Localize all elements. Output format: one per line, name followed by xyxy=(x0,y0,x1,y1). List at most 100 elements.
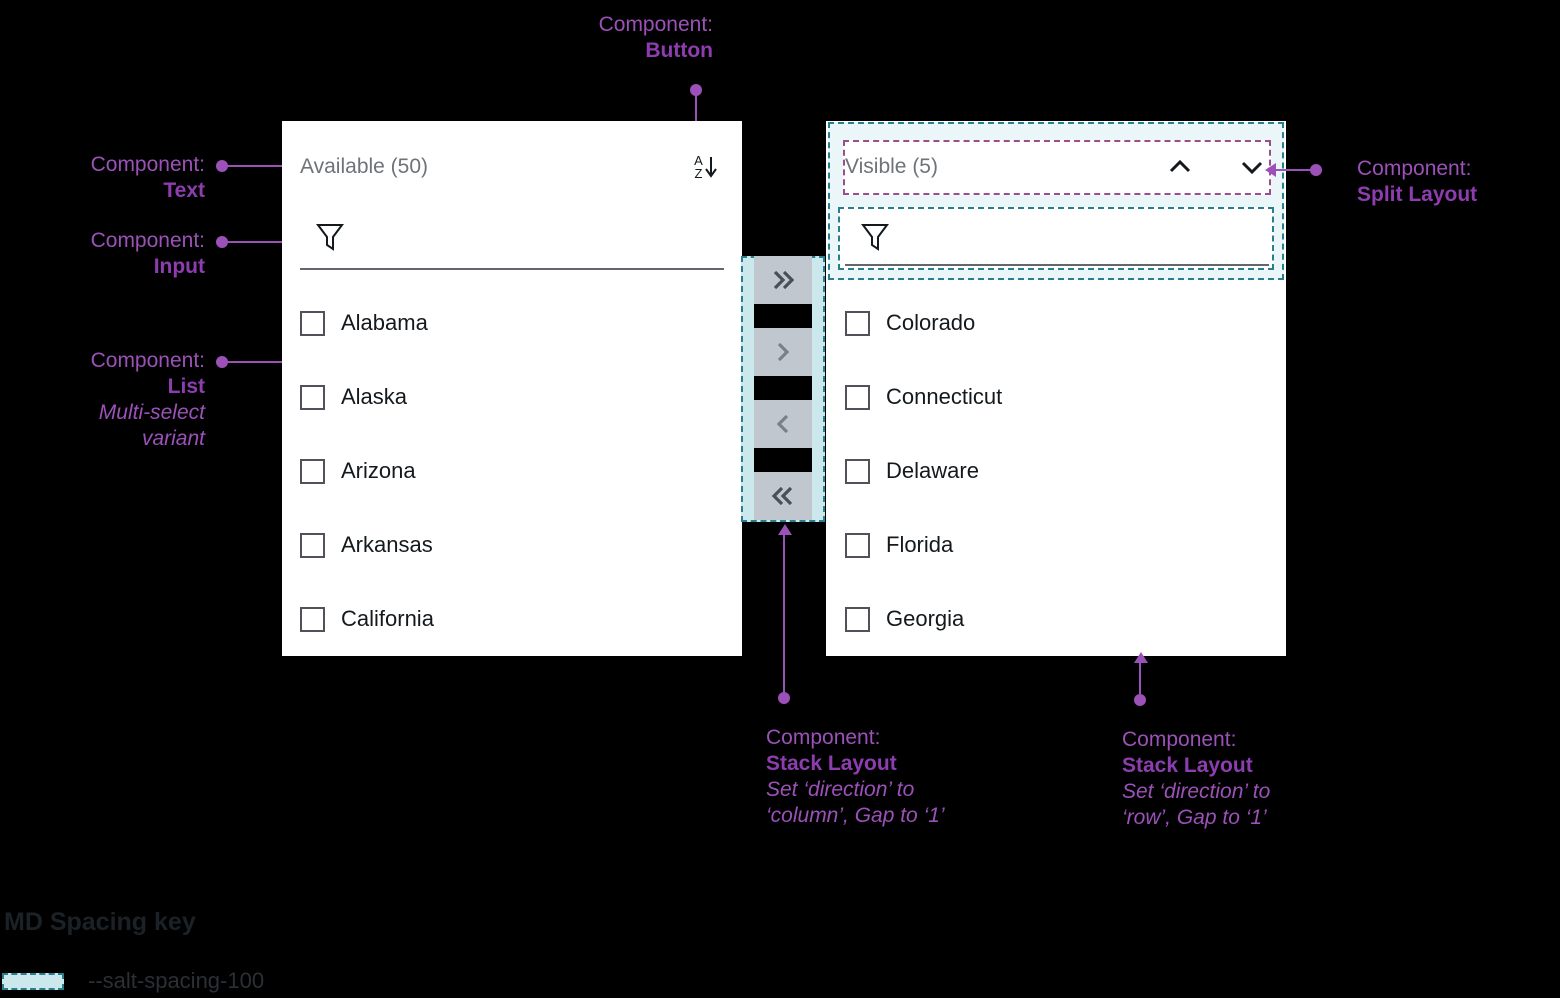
list-item-label: Arkansas xyxy=(341,532,433,557)
annotation-stack-col-sub-1: Set ‘direction’ to xyxy=(766,778,915,802)
annotation-input-leader xyxy=(224,241,286,243)
spacing-key-token: --salt-spacing-100 xyxy=(88,968,265,993)
sort-letter-top: A xyxy=(694,153,703,168)
annotation-list: Component: List Multi-select variant xyxy=(0,348,205,452)
annotation-stack-row-label: Component: xyxy=(1122,728,1237,751)
filter-funnel-icon xyxy=(316,224,344,251)
annotation-split-arrowhead xyxy=(1265,163,1276,177)
checkbox-icon[interactable] xyxy=(845,458,870,484)
list-item-label: Georgia xyxy=(886,606,965,631)
annotation-split-name: Split Layout xyxy=(1357,183,1478,207)
list-item-label: Connecticut xyxy=(886,384,1003,409)
double-chevron-right-icon xyxy=(773,270,795,290)
checkbox-icon[interactable] xyxy=(300,532,325,558)
list-item[interactable]: Alaska xyxy=(300,360,724,434)
available-panel xyxy=(282,121,742,656)
list-item-label: Alaska xyxy=(341,384,408,409)
checkbox-icon[interactable] xyxy=(300,384,325,410)
list-item-label: Florida xyxy=(886,532,954,557)
visible-list[interactable]: Colorado Connecticut Delaware Florida Ge… xyxy=(845,286,1269,656)
annotation-text-name: Text xyxy=(163,179,205,203)
checkbox-icon[interactable] xyxy=(845,310,870,336)
annotation-split-leader xyxy=(1276,169,1322,171)
annotation-stack-col-name: Stack Layout xyxy=(766,752,897,776)
list-item-label: Arizona xyxy=(341,458,416,483)
checkbox-icon[interactable] xyxy=(845,606,870,632)
annotation-stack-layout-row: Component: Stack Layout Set ‘direction’ … xyxy=(1122,727,1270,831)
annotation-text: Component: Text xyxy=(0,152,205,204)
list-item[interactable]: Alabama xyxy=(300,286,724,360)
transfer-stack-gap xyxy=(754,376,812,400)
chevron-right-icon xyxy=(777,342,790,362)
sort-az-glyph: A Z xyxy=(694,154,718,180)
list-item[interactable]: Delaware xyxy=(845,434,1269,508)
move-up-button[interactable] xyxy=(1163,150,1197,184)
list-item[interactable]: Arkansas xyxy=(300,508,724,582)
list-item[interactable]: Georgia xyxy=(845,582,1269,656)
available-panel-title: Available (50) xyxy=(300,155,429,178)
chevron-left-icon xyxy=(776,414,789,434)
annotation-stack-col-leader xyxy=(783,534,785,694)
list-item-label: Alabama xyxy=(341,310,428,335)
annotation-split-label: Component: xyxy=(1357,157,1472,180)
annotation-stack-col-arrowhead xyxy=(778,524,792,535)
annotation-stack-row-sub-2: ‘row’, Gap to ‘1’ xyxy=(1122,806,1267,830)
visible-panel-title: Visible (5) xyxy=(845,155,938,178)
available-panel-header: Available (50) A Z xyxy=(300,144,724,190)
available-list[interactable]: Alabama Alaska Arizona Arkansas Californ… xyxy=(300,286,724,656)
checkbox-icon[interactable] xyxy=(300,310,325,336)
annotation-input-dot xyxy=(216,236,228,248)
list-item[interactable]: Colorado xyxy=(845,286,1269,360)
list-item[interactable]: Arizona xyxy=(300,434,724,508)
annotation-list-leader xyxy=(224,361,286,363)
move-all-right-button[interactable] xyxy=(754,256,812,304)
chevron-down-icon xyxy=(1241,161,1263,175)
annotation-text-leader xyxy=(224,165,286,167)
transfer-stack-gap xyxy=(754,304,812,328)
annotation-button: Component: Button xyxy=(500,12,713,64)
spacing-key-swatch xyxy=(2,973,64,990)
annotation-split-layout: Component: Split Layout xyxy=(1357,156,1477,208)
visible-panel-actions xyxy=(1163,150,1269,184)
annotation-stack-col-label: Component: xyxy=(766,726,881,749)
list-item[interactable]: Florida xyxy=(845,508,1269,582)
annotation-list-sub-1: Multi-select xyxy=(98,401,205,425)
annotation-button-label: Component: xyxy=(598,13,713,36)
annotation-stack-col-dot xyxy=(778,692,790,704)
available-filter-input[interactable] xyxy=(300,218,724,268)
list-item-label: Colorado xyxy=(886,310,976,335)
available-filter-underline xyxy=(300,268,724,270)
list-item[interactable]: Connecticut xyxy=(845,360,1269,434)
checkbox-icon[interactable] xyxy=(845,384,870,410)
filter-funnel-icon xyxy=(861,224,889,251)
checkbox-icon[interactable] xyxy=(300,606,325,632)
annotation-button-leader xyxy=(695,90,697,134)
transfer-button-stack[interactable] xyxy=(754,256,812,520)
annotation-list-label: Component: xyxy=(90,349,205,372)
annotation-stack-row-leader xyxy=(1139,662,1141,694)
annotation-stack-row-name: Stack Layout xyxy=(1122,754,1253,778)
move-all-left-button[interactable] xyxy=(754,472,812,520)
transfer-stack-gap xyxy=(754,448,812,472)
annotation-input-name: Input xyxy=(153,255,205,279)
move-down-button[interactable] xyxy=(1235,150,1269,184)
chevron-up-icon xyxy=(1169,159,1191,173)
annotation-list-dot xyxy=(216,356,228,368)
sort-az-descending-icon[interactable]: A Z xyxy=(688,149,724,185)
annotation-list-sub-2: variant xyxy=(141,427,205,451)
annotation-text-label: Component: xyxy=(90,153,205,176)
annotation-list-name: List xyxy=(167,375,205,399)
annotation-button-name: Button xyxy=(645,39,713,63)
move-right-button[interactable] xyxy=(754,328,812,376)
annotation-stack-layout-column: Component: Stack Layout Set ‘direction’ … xyxy=(766,725,945,829)
spacing-key-title: MD Spacing key xyxy=(4,908,196,936)
checkbox-icon[interactable] xyxy=(845,532,870,558)
annotation-text-dot xyxy=(216,160,228,172)
list-item-label: Delaware xyxy=(886,458,979,483)
annotation-stack-row-sub-1: Set ‘direction’ to xyxy=(1122,780,1271,804)
checkbox-icon[interactable] xyxy=(300,458,325,484)
visible-filter-input[interactable] xyxy=(845,218,1269,268)
double-chevron-left-icon xyxy=(771,486,793,506)
move-left-button[interactable] xyxy=(754,400,812,448)
list-item[interactable]: California xyxy=(300,582,724,656)
